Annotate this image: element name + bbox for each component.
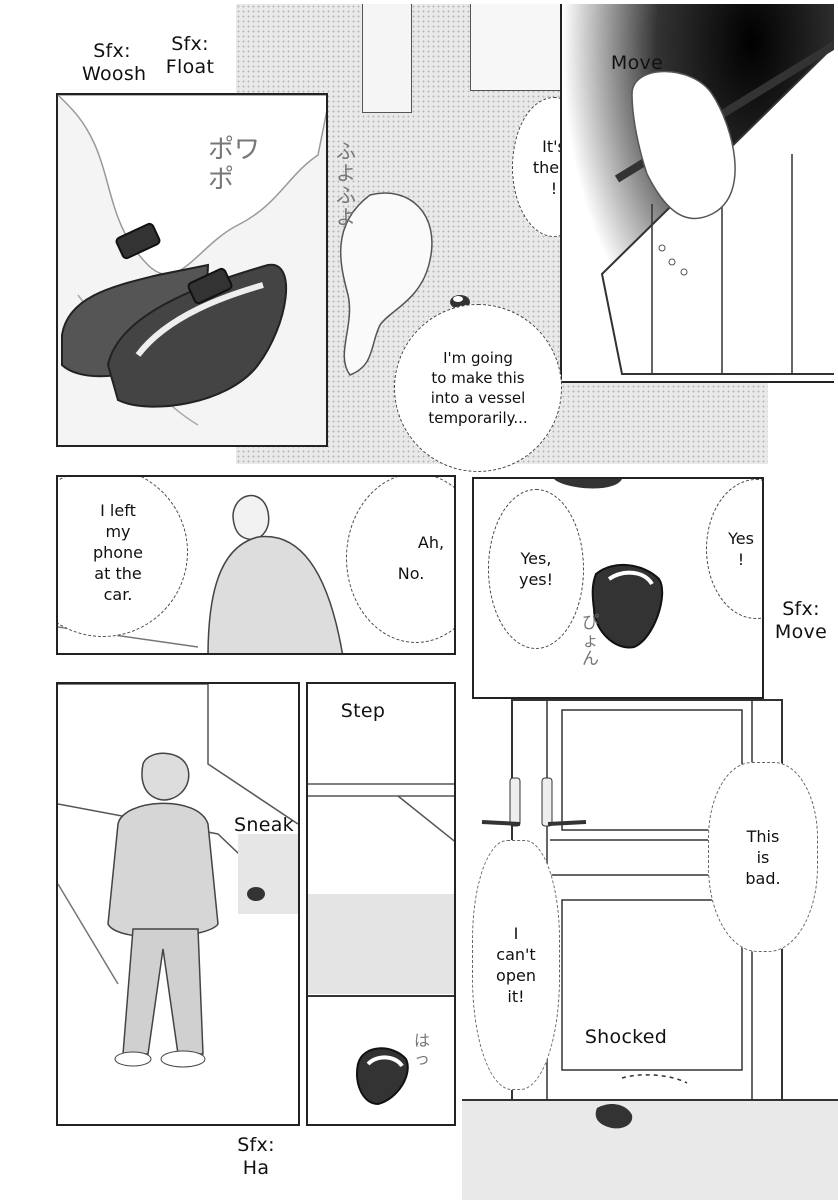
yes-yes-text: Yes, yes!	[518, 549, 554, 589]
panel-shoes: ポワ ポ	[56, 93, 328, 447]
sfx-move-top-label: Move	[610, 52, 664, 74]
ghost-figure	[339, 192, 433, 376]
this-is-bad-text: This is bad.	[745, 826, 781, 888]
sfx-move-mid-label: Sfx: Move	[774, 598, 828, 643]
hallway-corner	[58, 684, 298, 985]
panel-step: Step はっ	[306, 682, 456, 1126]
vessel-text: I'm going to make this into a vessel tem…	[428, 349, 528, 427]
panel-stairs: Move	[560, 4, 834, 383]
cant-open-text: I can't open it!	[496, 924, 536, 1006]
yes-text: Yes !	[728, 529, 754, 569]
hatt-sfx: はっ	[414, 1031, 431, 1068]
sfx-ha-label: Sfx: Ha	[237, 1134, 275, 1179]
hallway-door-frame	[470, 4, 567, 91]
sfx-woosh-label: Sfx: Woosh	[82, 40, 147, 85]
mary-jane-shoes	[61, 222, 288, 408]
old-man-sneaking	[107, 752, 219, 1068]
speech-bubble-yes-yes: Yes, yes!	[488, 489, 584, 649]
ah-text: Ah,	[417, 533, 445, 552]
panel-phone: I left my phone at the car. Ah, No.	[56, 475, 456, 655]
panel-sneak: Sneak	[56, 682, 300, 1126]
old-man-back	[58, 494, 344, 653]
hopping-shoe	[554, 479, 664, 649]
stair-railing	[600, 40, 834, 375]
speech-bubble-this-is-bad: This is bad.	[708, 762, 818, 952]
hall-floor-lines	[308, 783, 454, 1106]
speech-bubble-cant-open: I can't open it!	[472, 840, 560, 1090]
phone-text: I left my phone at the car.	[92, 500, 144, 604]
panel-door: This is bad. I can't open it! Shocked	[462, 699, 838, 1200]
fuyo-sfx: ふよ ふよ	[336, 139, 356, 229]
sfx-step-label: Step	[340, 700, 386, 722]
sfx-shocked-label: Shocked	[584, 1026, 668, 1048]
panel-shoe-hop: Yes, yes! Yes ! ぴょん	[472, 477, 764, 699]
pyon-sfx: ぴょん	[582, 613, 599, 669]
sfx-float-label: Sfx: Float	[165, 33, 215, 78]
speech-bubble-vessel: I'm going to make this into a vessel tem…	[394, 304, 562, 472]
speech-bubble-ah-no: Ah, No.	[346, 477, 454, 643]
tiny-shoe-floor	[247, 887, 265, 901]
sfx-sneak-label: Sneak	[234, 814, 294, 836]
no-text: No.	[397, 564, 425, 583]
powa-po-sfx: ポワ ポ	[208, 135, 261, 195]
speech-bubble-phone: I left my phone at the car.	[58, 477, 188, 637]
hallway-pillar	[362, 4, 412, 113]
